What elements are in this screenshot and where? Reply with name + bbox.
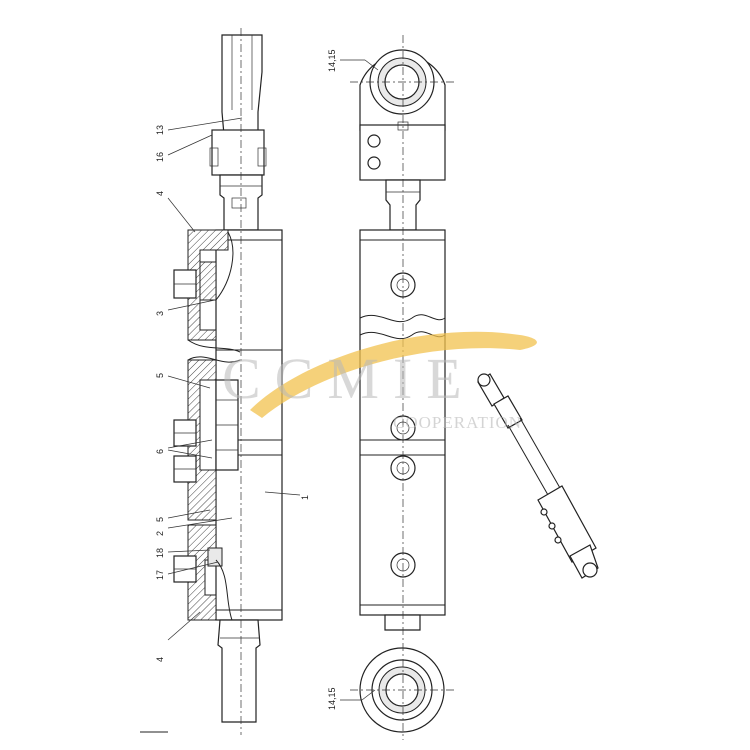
leader-lines: [167, 59, 379, 701]
head-section-top: [187, 229, 229, 341]
callout-18: 18: [155, 548, 165, 558]
watermark-brand: CCMIE: [222, 346, 476, 411]
callout-4-top: 4: [155, 191, 165, 196]
callout-labels: 13 16 4 3 5 6 1 5 2 18 17 4 14,15 14,15: [155, 49, 337, 710]
grease-nipple-icon: [367, 134, 381, 148]
callout-14-15-top: 14,15: [327, 49, 337, 72]
callout-6: 6: [155, 449, 165, 454]
callout-16: 16: [155, 152, 165, 162]
top-eye-block: [359, 124, 446, 181]
callout-3: 3: [155, 311, 165, 316]
callout-14-15-bottom: 14,15: [327, 687, 337, 710]
callout-17: 17: [155, 570, 165, 580]
bottom-eye-neck: [384, 614, 421, 631]
right-elevation-view: [350, 35, 455, 740]
watermark-subtitle: COOPERATION: [393, 413, 522, 432]
callout-1: 1: [300, 495, 310, 500]
callout-2: 2: [155, 531, 165, 536]
callout-4-bottom: 4: [155, 657, 165, 662]
watermark-swoosh: [250, 331, 537, 418]
callout-5-bottom: 5: [155, 517, 165, 522]
left-section-view: [140, 28, 283, 735]
bottom-mount-stub: [217, 619, 261, 723]
lock-block: [211, 129, 265, 176]
isometric-cylinder-view: [477, 373, 599, 579]
callout-5-top: 5: [155, 373, 165, 378]
watermark: CCMIE COOPERATION: [222, 331, 537, 432]
callout-13: 13: [155, 125, 165, 135]
